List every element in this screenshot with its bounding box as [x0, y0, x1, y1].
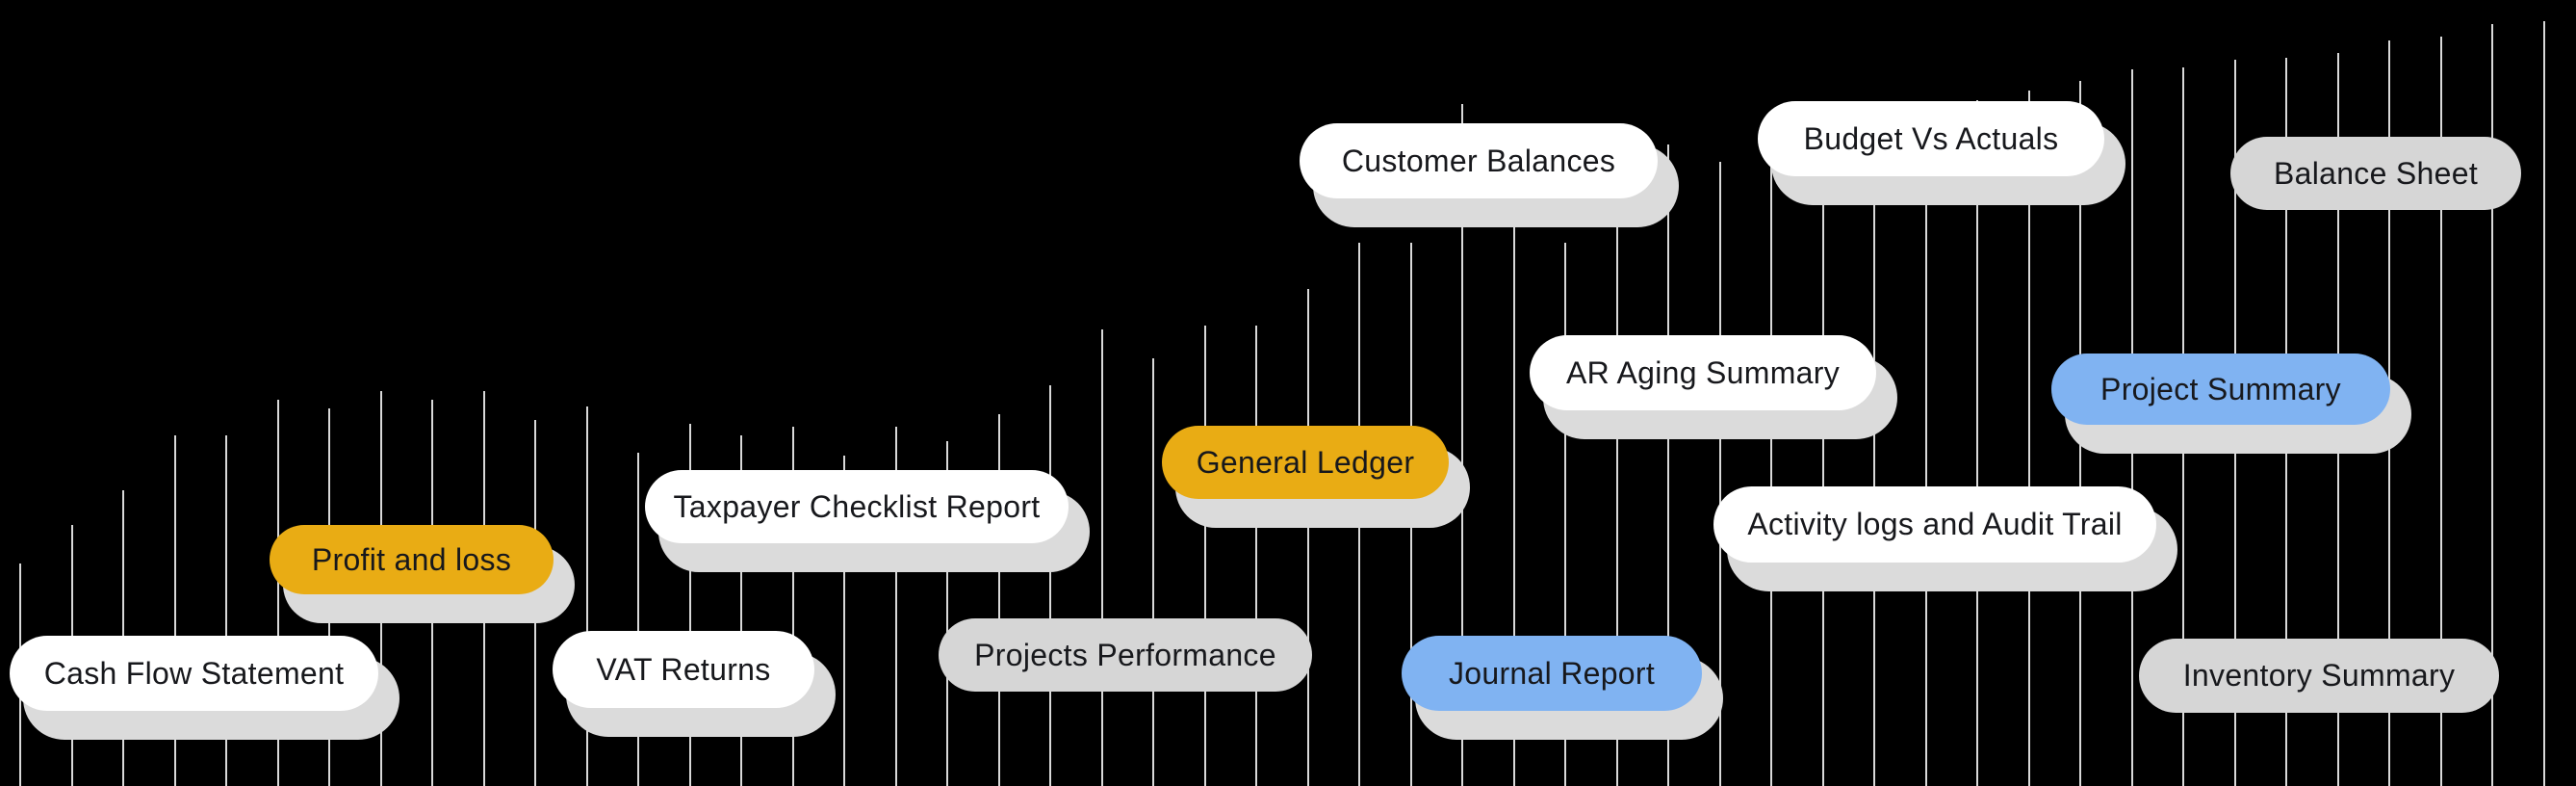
string-line [1616, 222, 1618, 786]
string-line [895, 427, 897, 786]
pill-journal-report: Journal Report [1402, 636, 1702, 711]
string-line [740, 435, 742, 786]
string-line [2079, 81, 2081, 786]
string-line [1204, 326, 1206, 786]
pill-label: Budget Vs Actuals [1803, 120, 2059, 156]
string-line [225, 435, 227, 786]
string-line [2028, 91, 2030, 786]
pill-taxpayer-checklist-report: Taxpayer Checklist Report [645, 470, 1069, 543]
string-line [1255, 326, 1257, 786]
pill-label: Activity logs and Audit Trail [1747, 507, 2123, 541]
string-line [1925, 104, 1927, 786]
string-line [1461, 104, 1463, 786]
pill-label: Profit and loss [311, 541, 512, 577]
string-line [1719, 162, 1721, 786]
string-line [277, 400, 279, 786]
pill-general-ledger: General Ledger [1162, 426, 1449, 499]
pill-label: Journal Report [1448, 655, 1656, 691]
string-line [998, 414, 1000, 786]
pill-budget-vs-actuals: Budget Vs Actuals [1758, 101, 2104, 176]
pill-ar-aging-summary: AR Aging Summary [1530, 335, 1876, 410]
string-line [1152, 358, 1154, 786]
pill-label: VAT Returns [596, 651, 771, 687]
pill-label: Balance Sheet [2273, 155, 2479, 191]
string-line [1976, 100, 1978, 786]
string-line [843, 456, 845, 786]
string-line [1049, 385, 1051, 786]
pill-label: Inventory Summary [2182, 658, 2456, 693]
string-line [328, 408, 330, 786]
pill-label: General Ledger [1196, 444, 1415, 480]
string-line [1410, 243, 1412, 786]
pill-label: AR Aging Summary [1565, 354, 1841, 390]
pill-projects-performance: Projects Performance [939, 618, 1312, 692]
pill-cash-flow-statement: Cash Flow Statement [10, 636, 378, 711]
pill-inventory-summary: Inventory Summary [2139, 639, 2499, 713]
string-line [2131, 69, 2133, 786]
pill-profit-and-loss: Profit and loss [270, 525, 554, 594]
string-line [2491, 24, 2493, 786]
pill-label: Taxpayer Checklist Report [673, 488, 1041, 524]
string-line [586, 406, 588, 786]
string-line [1307, 289, 1309, 786]
string-line [2543, 21, 2545, 786]
pill-label: Projects Performance [974, 637, 1276, 672]
pill-label: Project Summary [2100, 371, 2341, 406]
string-line [534, 420, 536, 786]
string-line [946, 441, 948, 786]
pill-activity-logs-and-audit-trail: Activity logs and Audit Trail [1713, 486, 2156, 563]
string-line [1667, 144, 1669, 786]
string-line [1564, 243, 1566, 786]
string-line [1770, 116, 1772, 786]
pill-label: Cash Flow Statement [43, 655, 345, 691]
pill-label: Customer Balances [1341, 143, 1616, 178]
pill-vat-returns: VAT Returns [553, 631, 814, 708]
pill-customer-balances: Customer Balances [1300, 123, 1658, 198]
string-line [1873, 114, 1875, 786]
string-line [1822, 118, 1824, 786]
string-line [1513, 127, 1515, 786]
string-line [174, 435, 176, 786]
pill-balance-sheet: Balance Sheet [2230, 137, 2521, 210]
string-line [792, 427, 794, 786]
string-line [1358, 243, 1360, 786]
string-line [2440, 37, 2442, 786]
pill-project-summary: Project Summary [2051, 354, 2390, 425]
string-line [2388, 40, 2390, 786]
string-line [2182, 67, 2184, 786]
string-line [637, 453, 639, 786]
string-line [689, 424, 691, 786]
string-line [1101, 329, 1103, 786]
